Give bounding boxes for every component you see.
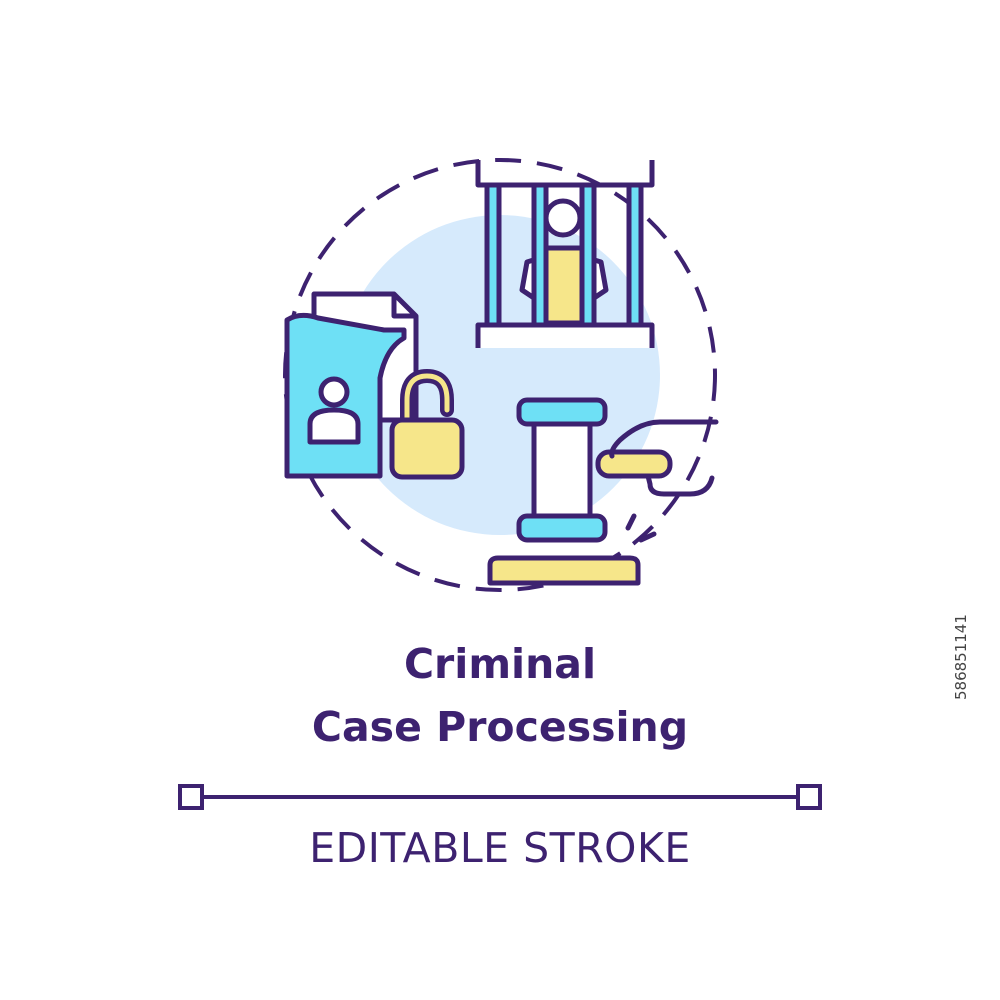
hand-icon [609, 419, 719, 497]
gavel-icon [487, 397, 673, 586]
title-line-1: Criminal [403, 640, 597, 688]
stock-id-label: 586851141 [952, 614, 970, 700]
caption-label: EDITABLE STROKE [309, 824, 691, 872]
title-line-2: Case Processing [311, 703, 689, 751]
case-folder-icon [284, 291, 419, 479]
jail-cell-icon [475, 160, 655, 348]
stroke-handles-icon [178, 784, 822, 810]
padlock-icon [389, 368, 465, 480]
